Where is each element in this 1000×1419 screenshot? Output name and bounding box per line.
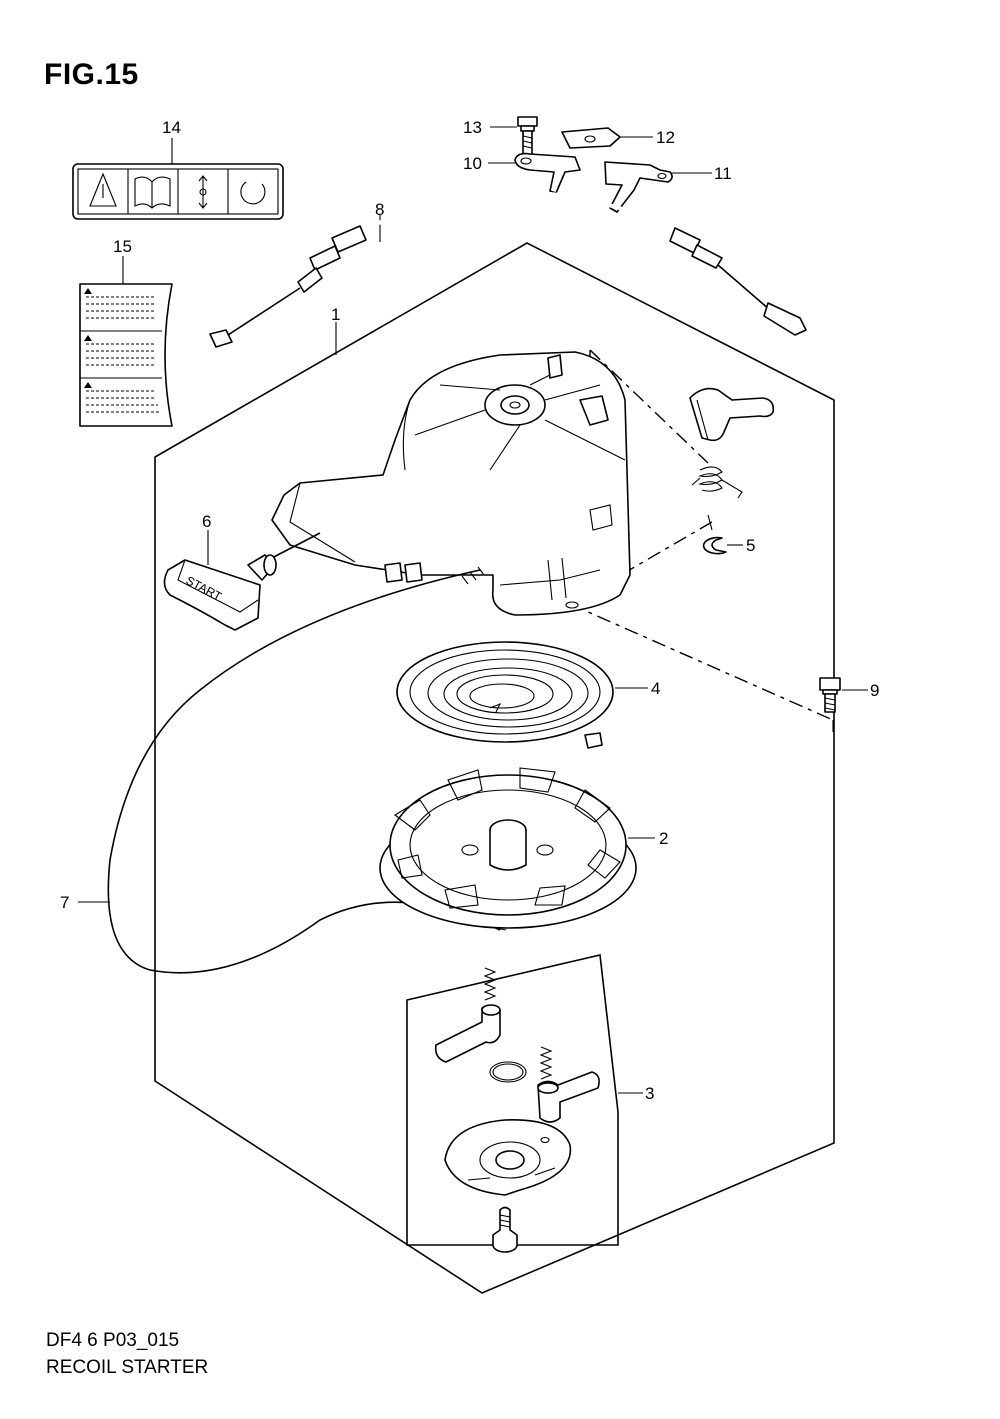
- cable-8: [209, 190, 807, 348]
- assembly-outline-1: [154, 242, 835, 1294]
- bracket-10: [514, 152, 581, 194]
- callout-3: 3: [645, 1084, 654, 1103]
- start-handle-6: START: [163, 532, 321, 631]
- callout-14: 14: [162, 118, 181, 137]
- caution-triangle-icon: [89, 172, 117, 207]
- e-clip-5: [702, 536, 727, 555]
- spiral-spring-4: [396, 641, 614, 749]
- plate-12: [561, 127, 621, 149]
- assembly-outline-3: [406, 954, 619, 1246]
- rotate-icon: [240, 181, 266, 205]
- callout-13: 13: [463, 118, 482, 137]
- callout-10: 10: [463, 154, 482, 173]
- callout-8: 8: [375, 200, 384, 219]
- bolt-9: [819, 677, 841, 713]
- callout-1: 1: [331, 305, 340, 324]
- warning-label-14: [72, 163, 284, 220]
- callout-15: 15: [113, 237, 132, 256]
- callout-2: 2: [659, 829, 668, 848]
- callout-6: 6: [202, 512, 211, 531]
- figure-caption: RECOIL STARTER: [46, 1357, 209, 1378]
- manual-book-icon: [134, 176, 171, 209]
- instruction-label-15: [79, 283, 173, 427]
- bolt-13: [517, 116, 538, 156]
- callout-labels: 1 2 3 4 5 6 7 8 9 10 11 12 13 14 15: [60, 118, 879, 1103]
- callout-11: 11: [714, 164, 732, 183]
- callout-5: 5: [746, 536, 755, 555]
- model-code: DF4 6 P03_015: [46, 1330, 180, 1351]
- lever: [689, 387, 775, 442]
- spring: [691, 466, 743, 499]
- reel-2: [379, 767, 637, 929]
- callout-4: 4: [651, 679, 660, 698]
- callout-7: 7: [60, 893, 69, 912]
- leader-lines: [78, 126, 868, 1094]
- callout-12: 12: [656, 128, 675, 147]
- ratchet-assembly-3: [434, 967, 600, 1253]
- callout-9: 9: [870, 681, 879, 700]
- starter-housing-1: [271, 351, 631, 616]
- bracket-11: [604, 161, 673, 213]
- rope-7: [107, 569, 501, 974]
- figure-title: FIG.15: [44, 58, 139, 91]
